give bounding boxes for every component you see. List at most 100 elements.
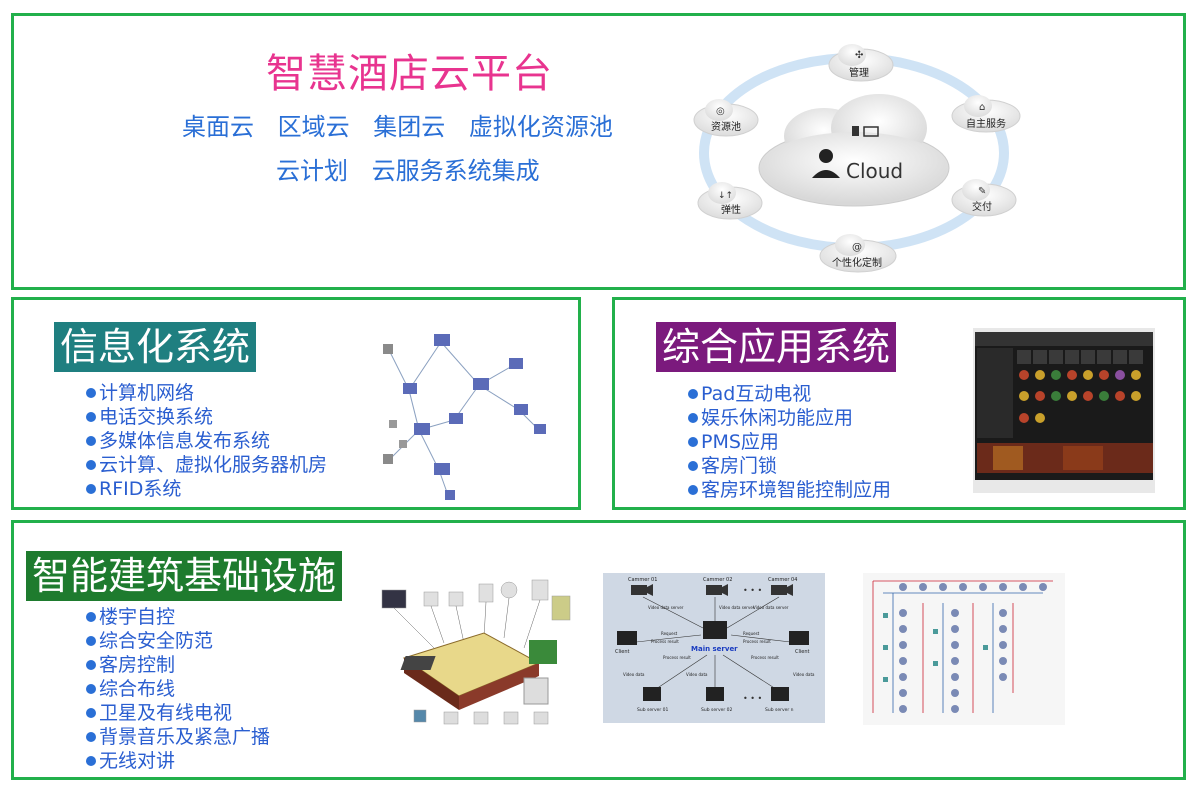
svg-text:• • •: • • • <box>743 694 762 703</box>
list-item: 娱乐休闲功能应用 <box>688 406 891 430</box>
list-item: 背景音乐及紧急广播 <box>86 725 270 749</box>
list-item: Pad互动电视 <box>688 382 891 406</box>
list-item: 楼宇自控 <box>86 605 270 629</box>
svg-text:Process result: Process result <box>651 639 679 644</box>
delivery-icon: ✎ <box>978 186 986 197</box>
svg-text:Video data: Video data <box>793 672 815 677</box>
bullet-icon <box>86 436 96 446</box>
tv-interface-screenshot <box>973 328 1155 493</box>
bullet-icon <box>86 388 96 398</box>
customization-icon: @ <box>852 242 862 253</box>
application-system-panel: 综合应用系统 Pad互动电视 娱乐休闲功能应用 PMS应用 客房门锁 客房环境智… <box>612 297 1186 510</box>
management-icon: ✣ <box>855 50 863 61</box>
svg-text:Video data: Video data <box>686 672 708 677</box>
list-item: 客房门锁 <box>688 454 891 478</box>
bullet-icon <box>86 412 96 422</box>
list-item: 综合布线 <box>86 677 270 701</box>
svg-text:Video data server: Video data server <box>753 605 789 610</box>
self-service-icon: ⌂ <box>979 102 985 113</box>
bullet-icon <box>688 389 698 399</box>
list-item: 计算机网络 <box>86 381 327 405</box>
information-system-panel: 信息化系统 计算机网络 电话交换系统 多媒体信息发布系统 云计算、虚拟化服务器机… <box>11 297 581 510</box>
cloud-services-line-2: 云计划 云服务系统集成 <box>276 151 556 186</box>
list-item: 客房控制 <box>86 653 270 677</box>
list-item: 客房环境智能控制应用 <box>688 478 891 502</box>
node-management: ✣ 管理 <box>828 44 894 82</box>
svg-text:弹性: 弹性 <box>721 203 741 216</box>
client-left-label: Client <box>615 649 630 655</box>
list-item: PMS应用 <box>688 430 891 454</box>
center-cloud-icon <box>758 94 950 207</box>
svg-text:Sub server n: Sub server n <box>765 707 794 713</box>
list-item: 无线对讲 <box>86 749 270 773</box>
client-right-label: Client <box>795 649 810 655</box>
node-self-service: ⌂ 自主服务 <box>951 95 1021 133</box>
infrastructure-panel: 智能建筑基础设施 楼宇自控 综合安全防范 客房控制 综合布线 卫星及有线电视 背… <box>11 520 1186 780</box>
svg-text:Request: Request <box>661 631 678 636</box>
svg-text:Process result: Process result <box>743 639 771 644</box>
svg-text:Sub server 02: Sub server 02 <box>701 707 733 713</box>
node-elasticity: ↓↑ 弹性 <box>697 182 763 220</box>
infrastructure-list: 楼宇自控 综合安全防范 客房控制 综合布线 卫星及有线电视 背景音乐及紧急广播 … <box>86 605 270 773</box>
list-item: RFID系统 <box>86 477 327 501</box>
monitor-icon <box>617 621 809 701</box>
bullet-icon <box>688 437 698 447</box>
network-topology-diagram <box>383 334 546 500</box>
service-virtual-pool: 虚拟化资源池 <box>468 113 613 141</box>
list-item: 云计算、虚拟化服务器机房 <box>86 453 327 477</box>
camera-1-label: Cammer 01 <box>628 577 657 583</box>
bullet-icon <box>86 660 96 670</box>
information-system-list: 计算机网络 电话交换系统 多媒体信息发布系统 云计算、虚拟化服务器机房 RFID… <box>86 381 327 501</box>
svg-text:个性化定制: 个性化定制 <box>832 256 882 269</box>
bullet-icon <box>86 732 96 742</box>
list-item: 多媒体信息发布系统 <box>86 429 327 453</box>
infrastructure-title: 智能建筑基础设施 <box>26 551 343 601</box>
bullet-icon <box>86 636 96 646</box>
svg-text:Request: Request <box>743 631 760 636</box>
service-group-cloud: 集团云 <box>373 113 446 141</box>
service-cloud-plan: 云计划 <box>276 157 348 185</box>
svg-text:Video data server: Video data server <box>719 605 755 610</box>
elasticity-icon: ↓↑ <box>718 191 733 201</box>
resource-pool-icon: ◎ <box>716 106 725 117</box>
svg-text:Video data: Video data <box>623 672 645 677</box>
bullet-icon <box>688 461 698 471</box>
svg-text:Process result: Process result <box>751 655 779 660</box>
svg-text:资源池: 资源池 <box>711 120 741 133</box>
list-item: 电话交换系统 <box>86 405 327 429</box>
service-integration: 云服务系统集成 <box>371 157 540 185</box>
application-system-title: 综合应用系统 <box>656 322 897 372</box>
video-server-diagram: Cammer 01 Cammer 02 Cammer 04 • • • Vide… <box>603 573 825 723</box>
service-desktop-cloud: 桌面云 <box>182 113 254 141</box>
main-server-label: Main server <box>691 645 738 653</box>
svg-text:Sub server 01: Sub server 01 <box>637 707 669 713</box>
bullet-icon <box>86 612 96 622</box>
camera-2-label: Cammer 02 <box>703 577 732 583</box>
node-resource-pool: ◎ 资源池 <box>693 99 759 137</box>
bullet-icon <box>688 413 698 423</box>
room-control-illustration <box>381 579 571 725</box>
bullet-icon <box>86 484 96 494</box>
camera-4-label: Cammer 04 <box>768 577 797 583</box>
node-customization: @ 个性化定制 <box>819 234 897 273</box>
bullet-icon <box>688 485 698 495</box>
node-delivery: ✎ 交付 <box>951 179 1017 217</box>
application-system-list: Pad互动电视 娱乐休闲功能应用 PMS应用 客房门锁 客房环境智能控制应用 <box>688 382 891 502</box>
cloud-services-line-1: 桌面云 区域云 集团云 虚拟化资源池 <box>182 107 629 142</box>
bullet-icon <box>86 708 96 718</box>
cloud-platform-title: 智慧酒店云平台 <box>266 51 553 97</box>
list-item: 卫星及有线电视 <box>86 701 270 725</box>
svg-text:管理: 管理 <box>849 66 869 79</box>
svg-text:自主服务: 自主服务 <box>966 117 1006 130</box>
bullet-icon <box>86 756 96 766</box>
svg-text:Process result: Process result <box>663 655 691 660</box>
list-item: 综合安全防范 <box>86 629 270 653</box>
service-regional-cloud: 区域云 <box>277 113 350 141</box>
cloud-diagram: Cloud ✣ 管理 ⌂ 自主服务 ✎ 交付 @ 个性化定制 <box>693 44 1021 273</box>
svg-text:交付: 交付 <box>972 200 992 213</box>
information-system-title: 信息化系统 <box>54 322 257 372</box>
bullet-icon <box>86 684 96 694</box>
svg-text:Video data server: Video data server <box>648 605 684 610</box>
cloud-platform-panel: 智慧酒店云平台 桌面云 区域云 集团云 虚拟化资源池 云计划 云服务系统集成 <box>11 13 1186 290</box>
svg-text:• • •: • • • <box>743 586 762 595</box>
